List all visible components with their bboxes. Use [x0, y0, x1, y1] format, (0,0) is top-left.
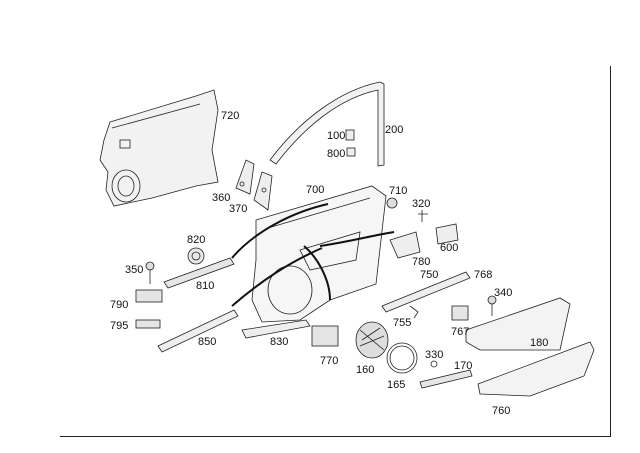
- label-600: 600: [440, 242, 459, 254]
- label-767: 767: [451, 326, 470, 338]
- label-810: 810: [196, 280, 215, 292]
- label-360: 360: [212, 192, 231, 204]
- label-170: 170: [454, 360, 473, 372]
- part-850-long-trim: [157, 309, 239, 353]
- label-830: 830: [270, 336, 289, 348]
- label-780: 780: [412, 256, 431, 268]
- label-750: 750: [420, 269, 439, 281]
- label-700: 700: [306, 184, 325, 196]
- part-820-tweeter: [187, 247, 205, 265]
- part-760-lower-trim: [477, 341, 595, 397]
- label-180: 180: [530, 337, 549, 349]
- part-767-handle: [451, 305, 469, 321]
- frame-bottom-line: [60, 436, 611, 437]
- part-770-switch-module: [311, 325, 339, 347]
- label-330: 330: [425, 349, 444, 361]
- part-790-795-modules: [135, 289, 163, 329]
- part-755-clip: [409, 305, 419, 319]
- label-370: 370: [229, 203, 248, 215]
- label-710: 710: [389, 185, 408, 197]
- label-350: 350: [125, 264, 144, 276]
- part-340-screw: [487, 295, 497, 316]
- part-600-780-brackets: [389, 223, 459, 259]
- label-760: 760: [492, 405, 511, 417]
- part-710-320-fasteners: [386, 197, 428, 222]
- label-770: 770: [320, 355, 339, 367]
- part-350-screw: [145, 261, 155, 284]
- part-830-trim: [241, 319, 311, 339]
- label-850: 850: [198, 336, 217, 348]
- part-750-rail: [381, 271, 471, 313]
- frame-right-line: [610, 66, 611, 437]
- label-820: 820: [187, 234, 206, 246]
- label-795: 795: [110, 320, 129, 332]
- part-160-speaker-grille: [355, 321, 389, 359]
- part-360-370-trims: [235, 159, 273, 211]
- label-200: 200: [385, 124, 404, 136]
- label-100: 100: [327, 130, 346, 142]
- label-340: 340: [494, 287, 513, 299]
- part-720-door-insulation: [99, 89, 219, 207]
- part-330-170-parts: [419, 360, 473, 389]
- label-768: 768: [474, 269, 493, 281]
- assembly-arrows: [231, 203, 395, 307]
- label-160: 160: [356, 364, 375, 376]
- label-755: 755: [393, 317, 412, 329]
- part-700-door-panel: [251, 185, 387, 323]
- part-810-trim-strip: [163, 257, 235, 289]
- part-100-800-clips: [345, 129, 356, 157]
- part-180-armrest: [465, 297, 571, 351]
- label-320: 320: [412, 198, 431, 210]
- part-165-seal-ring: [386, 342, 418, 374]
- label-165: 165: [387, 379, 406, 391]
- part-200-window-seal: [269, 81, 385, 167]
- label-720: 720: [221, 110, 240, 122]
- label-800: 800: [327, 148, 346, 160]
- label-790: 790: [110, 299, 129, 311]
